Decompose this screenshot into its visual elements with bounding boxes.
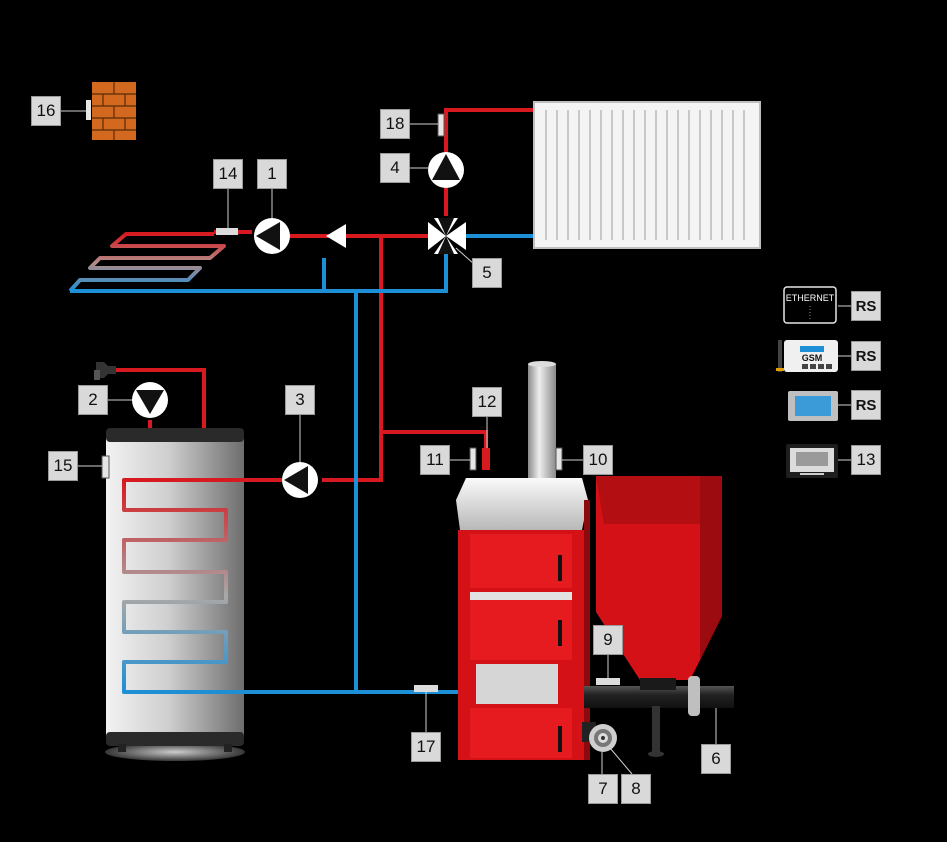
pump-4-icon [428, 152, 464, 188]
label-5: 5 [472, 258, 502, 288]
fan-motor-icon [582, 722, 617, 752]
label-17: 17 [411, 732, 441, 762]
sensor-18 [437, 113, 445, 137]
label-rs-ethernet: RS [851, 291, 881, 321]
label-13: 13 [851, 445, 881, 475]
label-15: 15 [48, 451, 78, 481]
label-8: 8 [621, 774, 651, 804]
floor-heating [68, 232, 226, 293]
check-valve-icon [326, 224, 346, 248]
sensor-17 [414, 685, 438, 692]
pump-3-icon [282, 462, 318, 498]
floor-sensor-14 [216, 228, 238, 235]
label-6: 6 [701, 744, 731, 774]
label-3: 3 [285, 385, 315, 415]
svg-text:GSM: GSM [802, 353, 823, 363]
label-4: 4 [380, 153, 410, 183]
label-1: 1 [257, 159, 287, 189]
mixing-valve-5-icon [428, 218, 466, 254]
radiator-icon [533, 101, 761, 249]
hot-water-tank [101, 428, 245, 761]
label-16: 16 [31, 96, 61, 126]
fuel-hopper-icon [596, 476, 722, 680]
auger-feeder-icon [584, 676, 734, 757]
hot-pipe-boiler-branch [381, 430, 488, 452]
label-2: 2 [78, 385, 108, 415]
pump-1-icon [254, 218, 290, 254]
gsm-module: GSM [776, 340, 838, 372]
hot-pipe-main [322, 236, 383, 482]
svg-text:ETHERNET: ETHERNET [786, 293, 835, 303]
label-18: 18 [380, 109, 410, 139]
hot-pipe-tank-top [112, 368, 206, 428]
controller-module-13 [786, 444, 838, 478]
wall-brick-icon [86, 82, 136, 140]
label-9: 9 [593, 625, 623, 655]
tank-coil [122, 478, 244, 694]
label-12: 12 [472, 387, 502, 417]
label-7: 7 [588, 774, 618, 804]
label-10: 10 [583, 445, 613, 475]
boiler-icon [456, 361, 590, 760]
pump-2-icon [132, 382, 168, 418]
label-rs-gsm: RS [851, 341, 881, 371]
cold-pipe-top [70, 254, 448, 293]
ethernet-module: ETHERNET [783, 286, 837, 324]
tap-icon [94, 362, 116, 380]
label-rs-panel: RS [851, 390, 881, 420]
label-11: 11 [420, 445, 450, 475]
touch-panel-module [788, 391, 838, 421]
label-14: 14 [213, 159, 243, 189]
leader-lines [60, 110, 852, 775]
